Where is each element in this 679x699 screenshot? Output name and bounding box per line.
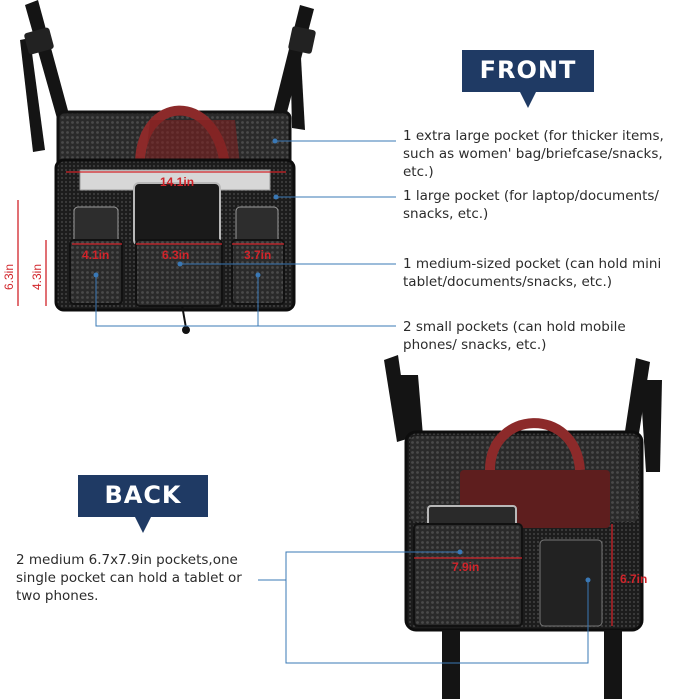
dim-height-pocket: 4.3in (30, 263, 44, 290)
callout-back-pockets: 2 medium 6.7x7.9in pockets,one single po… (16, 552, 242, 604)
leader-lines (95, 140, 589, 664)
back-label: BACK (104, 481, 182, 509)
front-badge: FRONT (462, 50, 594, 108)
dimension-lines (17, 171, 613, 626)
dim-back-width: 7.9in (452, 560, 480, 574)
callout-extra-large-pocket: 1 extra large pocket (for thicker items,… (403, 128, 664, 180)
callout-small-pockets: 2 small pockets (can hold mobile phones/… (403, 319, 626, 353)
callout-large-pocket: 1 large pocket (for laptop/documents/ sn… (403, 188, 659, 222)
dim-left-pocket: 4.1in (82, 248, 110, 262)
dim-width-total: 14.1in (160, 175, 195, 189)
back-organizer (384, 355, 662, 699)
back-badge: BACK (78, 475, 208, 533)
front-label: FRONT (479, 56, 577, 84)
dim-right-pocket: 3.7in (244, 248, 272, 262)
dim-height-total: 6.3in (2, 263, 16, 290)
dim-mid-pocket: 6.3in (162, 248, 190, 262)
front-organizer (20, 0, 316, 334)
dim-back-height: 6.7in (620, 572, 648, 586)
callout-medium-pocket: 1 medium-sized pocket (can hold mini tab… (403, 256, 662, 290)
